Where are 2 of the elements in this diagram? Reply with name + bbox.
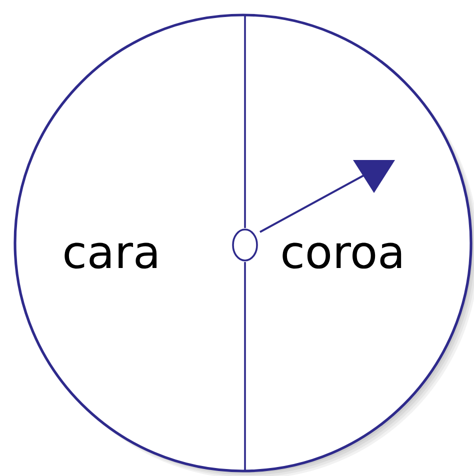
region-label: cara	[64, 242, 157, 269]
region-label: coroa	[282, 242, 402, 269]
